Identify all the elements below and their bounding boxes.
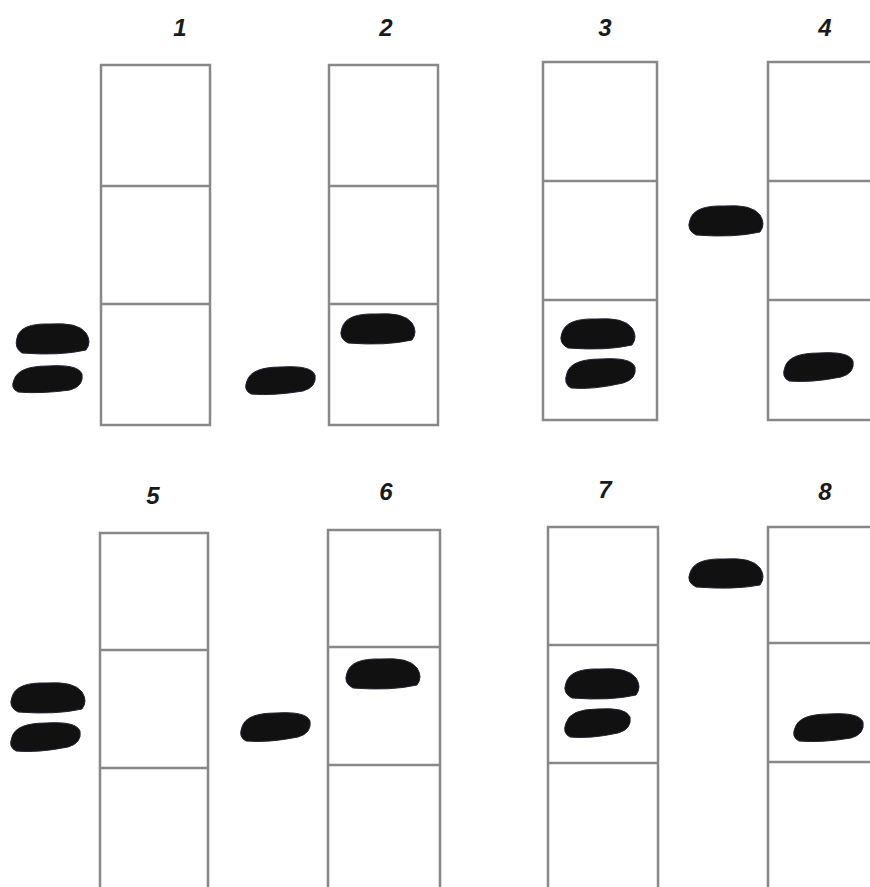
- panel-number: 8: [818, 478, 831, 506]
- blob: [246, 367, 316, 395]
- column: [768, 527, 870, 887]
- blob: [565, 669, 639, 699]
- panel-number: 4: [818, 14, 831, 42]
- blob: [565, 709, 631, 738]
- blob: [241, 713, 311, 742]
- blob: [13, 366, 83, 393]
- column: [100, 533, 208, 887]
- panel-number: 7: [598, 476, 611, 504]
- column: [768, 62, 870, 420]
- blob: [341, 314, 415, 344]
- panel-number: 3: [598, 14, 611, 42]
- column: [543, 62, 657, 420]
- column: [548, 527, 658, 887]
- blob: [689, 559, 763, 588]
- blob: [346, 659, 420, 689]
- panel-number: 5: [146, 482, 159, 510]
- panel-number: 2: [379, 14, 392, 42]
- panel-number: 6: [379, 478, 392, 506]
- column-outlines: [100, 62, 870, 887]
- blob: [566, 359, 636, 389]
- blob: [11, 683, 85, 713]
- column: [329, 65, 438, 425]
- blob: [784, 353, 854, 382]
- blob: [689, 206, 763, 236]
- blobs: [11, 206, 864, 752]
- blob: [561, 319, 635, 349]
- column: [101, 65, 210, 425]
- blob: [794, 714, 864, 742]
- blob: [11, 723, 81, 752]
- panel-number: 1: [173, 14, 186, 42]
- column: [328, 530, 440, 887]
- blob: [16, 324, 89, 354]
